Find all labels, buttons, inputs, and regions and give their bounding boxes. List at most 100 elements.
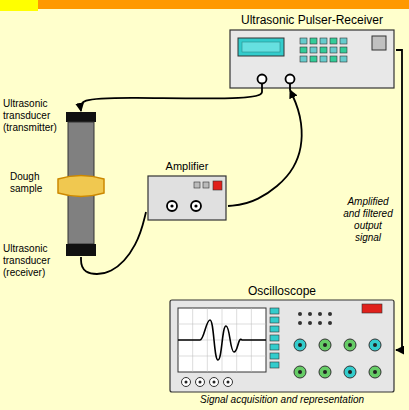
transducer-stack xyxy=(58,112,104,256)
oscilloscope-power xyxy=(362,304,382,313)
device-title: Ultrasonic Pulser-Receiver xyxy=(228,13,396,27)
device-button xyxy=(310,38,317,44)
device-button xyxy=(340,38,347,44)
device-button xyxy=(300,47,307,53)
scope-button xyxy=(270,353,279,359)
knob-center xyxy=(323,343,327,347)
device-button xyxy=(330,56,337,62)
device-button xyxy=(300,38,307,44)
cable xyxy=(81,212,146,274)
pulser-receiver: Ultrasonic Pulser-Receiver xyxy=(228,12,396,90)
scope-knob xyxy=(344,339,356,351)
device-button xyxy=(300,56,307,62)
cable xyxy=(396,50,402,350)
device-button xyxy=(340,47,347,53)
connector xyxy=(286,75,295,84)
scope-dot xyxy=(308,312,312,316)
scope-button xyxy=(270,326,279,332)
button-grid xyxy=(300,38,347,62)
device-button xyxy=(320,56,327,62)
wire-stub xyxy=(261,84,263,90)
device-button xyxy=(310,47,317,53)
scope-dot xyxy=(298,321,302,325)
cable xyxy=(80,90,262,111)
amplifier-power xyxy=(213,181,222,190)
wire-stub xyxy=(289,84,291,90)
signal-label: Amplified and filtered output signal xyxy=(343,196,393,244)
amplifier-switch xyxy=(194,182,200,188)
scope-knob xyxy=(319,339,331,351)
connector-pin xyxy=(194,204,197,207)
scope-dot xyxy=(298,312,302,316)
knob-center xyxy=(323,370,327,374)
device-display xyxy=(238,38,284,56)
transducer-receiver: Ultrasonic transducer (receiver) xyxy=(2,201,98,281)
knob-center xyxy=(373,370,377,374)
knob-center xyxy=(185,381,188,384)
oscilloscope-controls xyxy=(182,308,382,387)
scope-dot xyxy=(308,321,312,325)
scope-knob xyxy=(294,366,306,378)
pulser-receiver-device xyxy=(230,30,394,90)
oscilloscope: OscilloscopeSignal acquisition and repre… xyxy=(168,284,396,408)
device-button xyxy=(330,38,337,44)
grid-line xyxy=(178,324,266,325)
dough-sample: Dough sample xyxy=(2,168,110,200)
scope-knob xyxy=(319,366,331,378)
amplifier-switch xyxy=(203,182,209,188)
caption-text: Signal acquisition and representation xyxy=(168,394,396,406)
scope-knob xyxy=(369,339,381,351)
oscilloscope-device xyxy=(170,300,394,392)
scope-knob xyxy=(294,339,306,351)
top-tab xyxy=(0,0,38,11)
knob-center xyxy=(348,370,352,374)
device-button xyxy=(340,56,347,62)
knob-center xyxy=(213,381,216,384)
knob-center xyxy=(227,381,230,384)
scope-dot xyxy=(328,312,332,316)
device-button xyxy=(330,47,337,53)
part-label: Ultrasonic transducer (receiver) xyxy=(3,243,64,279)
device-button xyxy=(320,47,327,53)
scope-knob xyxy=(344,366,356,378)
receiver-cap xyxy=(66,244,96,256)
device-title: Oscilloscope xyxy=(168,284,396,298)
scope-knob xyxy=(182,378,191,387)
device-button xyxy=(310,56,317,62)
device-body xyxy=(230,30,394,88)
scope-button xyxy=(270,344,279,350)
scope-knob xyxy=(210,378,219,387)
top-bar xyxy=(0,0,409,9)
amplifier-box: Amplifier xyxy=(146,160,228,222)
power-switch xyxy=(372,36,386,50)
connector xyxy=(167,201,177,211)
display-inner xyxy=(242,42,280,52)
knob-center xyxy=(298,343,302,347)
scope-knob xyxy=(224,378,233,387)
scope-dot xyxy=(328,321,332,325)
cable xyxy=(228,90,302,206)
transducer-transmitter: Ultrasonic transducer (transmitter) xyxy=(2,98,98,167)
part-label: Dough sample xyxy=(10,171,56,195)
knob-center xyxy=(348,343,352,347)
knob-center xyxy=(373,343,377,347)
knob-center xyxy=(298,370,302,374)
oscilloscope-body xyxy=(170,300,394,392)
amplifier-device xyxy=(148,176,226,220)
scope-knob xyxy=(369,366,381,378)
knob-center xyxy=(199,381,202,384)
connector xyxy=(191,201,201,211)
device-button xyxy=(320,38,327,44)
connector-pin xyxy=(170,204,173,207)
connector xyxy=(258,75,267,84)
amplifier-body xyxy=(148,176,226,220)
device-title: Amplifier xyxy=(146,160,228,173)
scope-knob xyxy=(196,378,205,387)
scope-dot xyxy=(318,312,322,316)
grid-line xyxy=(178,356,266,357)
waveform xyxy=(178,320,266,360)
screen-grid xyxy=(178,308,266,372)
scope-button xyxy=(270,317,279,323)
transmitter-cap xyxy=(66,112,96,122)
